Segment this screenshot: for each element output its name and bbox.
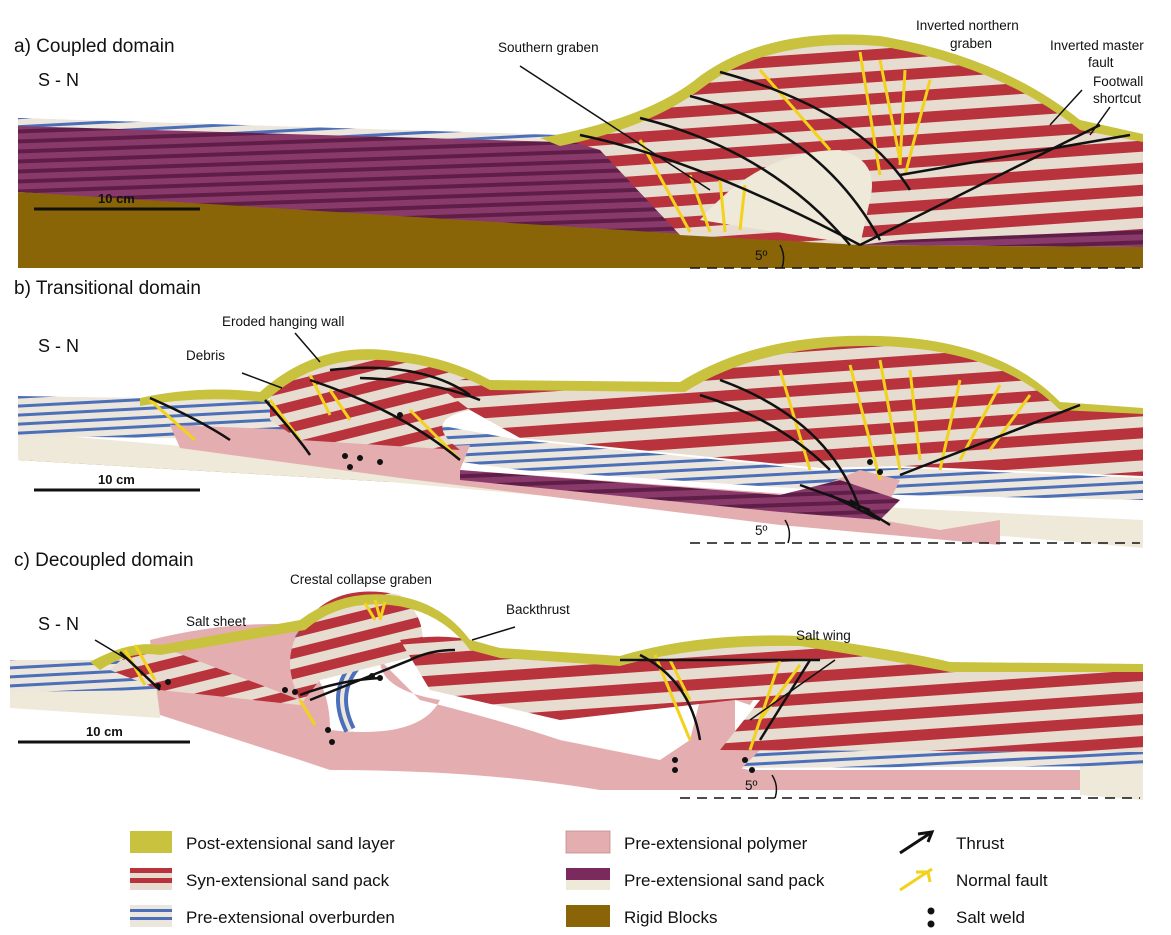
- salt-sheet-label: Salt sheet: [186, 614, 246, 629]
- panel-a-direction: S - N: [38, 70, 79, 90]
- panel-b-direction: S - N: [38, 336, 79, 356]
- angle-label-a: 5º: [755, 248, 768, 263]
- eroded-hanging-wall-label: Eroded hanging wall: [222, 314, 344, 329]
- legend-swatch-polymer: [566, 831, 610, 853]
- crestal-collapse-graben-label: Crestal collapse graben: [290, 572, 432, 587]
- legend-swatch-pre-overburden: [130, 905, 172, 927]
- panel-c-direction: S - N: [38, 614, 79, 634]
- legend-label-polymer: Pre-extensional polymer: [624, 834, 808, 853]
- southern-graben-label: Southern graben: [498, 40, 599, 55]
- legend-label-pre-overburden: Pre-extensional overburden: [186, 908, 395, 927]
- scale-label-a: 10 cm: [98, 191, 135, 206]
- panel-c: c) Decoupled domain S - N: [10, 550, 1143, 800]
- angle-label-c: 5º: [745, 778, 758, 793]
- legend-label-post-extensional: Post-extensional sand layer: [186, 834, 395, 853]
- panel-b-title: b) Transitional domain: [14, 278, 201, 299]
- legend-label-rigid: Rigid Blocks: [624, 908, 718, 927]
- overburden-c-right: [720, 750, 1143, 768]
- scale-label-c: 10 cm: [86, 724, 123, 739]
- panel-a-title: a) Coupled domain: [14, 36, 175, 57]
- legend-label-normal-fault: Normal fault: [956, 871, 1048, 890]
- pre-sand-c: [10, 690, 160, 718]
- panel-b: b) Transitional domain S - N: [14, 278, 1143, 548]
- legend-swatch-post-extensional: [130, 831, 172, 853]
- legend-label-salt-weld: Salt weld: [956, 908, 1025, 927]
- legend-label-syn-extensional: Syn-extensional sand pack: [186, 871, 390, 890]
- legend-swatch-pre-sand-pack: [566, 868, 610, 890]
- scale-label-b: 10 cm: [98, 472, 135, 487]
- panel-a: a) Coupled domain S - N: [14, 18, 1144, 268]
- panel-c-title: c) Decoupled domain: [14, 550, 194, 571]
- legend-swatch-syn-extensional: [130, 868, 172, 890]
- legend-label-pre-sand-pack: Pre-extensional sand pack: [624, 871, 825, 890]
- legend-label-thrust: Thrust: [956, 834, 1004, 853]
- legend: Post-extensional sand layer Syn-extensio…: [130, 831, 1048, 928]
- debris-label: Debris: [186, 348, 225, 363]
- angle-label-b: 5º: [755, 523, 768, 538]
- legend-swatch-rigid: [566, 905, 610, 927]
- legend-normal-fault-icon: [900, 869, 932, 890]
- salt-wing-label: Salt wing: [796, 628, 851, 643]
- backthrust-label: Backthrust: [506, 602, 570, 617]
- legend-salt-weld-icon: [928, 908, 935, 928]
- legend-thrust-icon: [900, 832, 932, 853]
